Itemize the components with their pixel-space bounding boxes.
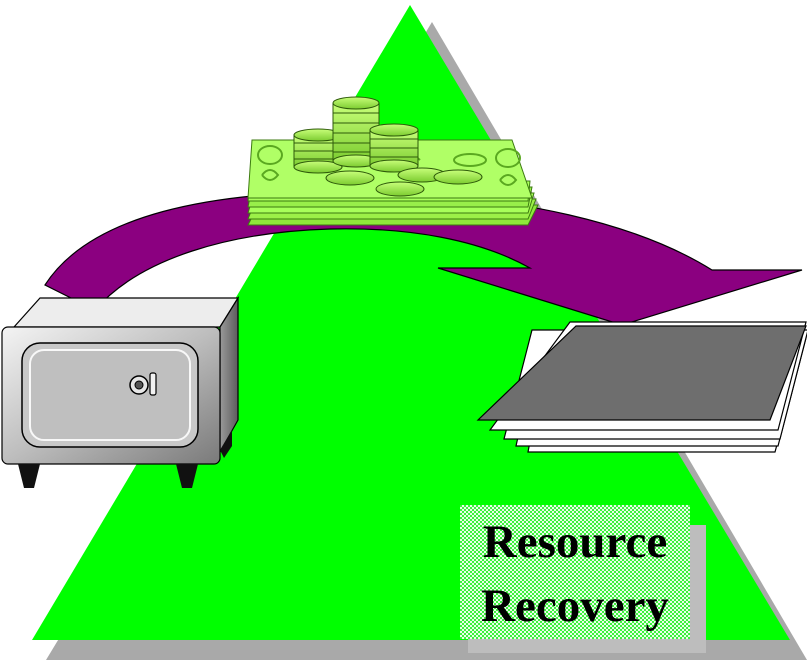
document-stack-icon: [476, 321, 807, 453]
green-triangle: [32, 5, 790, 640]
curved-arrow-icon: [44, 191, 803, 326]
label-panel: [460, 505, 690, 639]
label-line-recovery: Recovery: [481, 580, 669, 632]
safe-icon: [1, 295, 240, 488]
money-pile-icon: [247, 96, 539, 226]
resource-recovery-label: Resource Recovery: [460, 505, 706, 653]
label-line-resource: Resource: [482, 516, 668, 568]
